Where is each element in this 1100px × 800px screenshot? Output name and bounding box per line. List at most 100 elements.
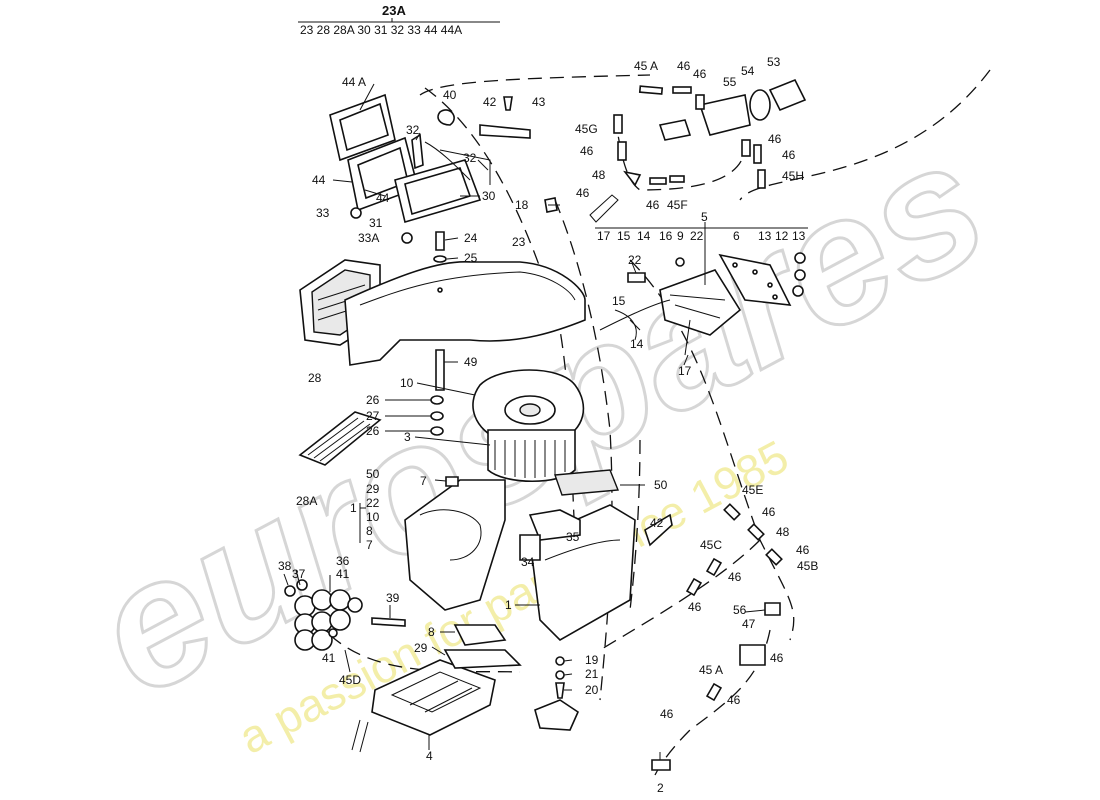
screw-20 xyxy=(555,682,565,699)
sensor-40 xyxy=(437,109,455,126)
callout-32b: 32 xyxy=(463,151,477,165)
leader-lines xyxy=(283,83,808,760)
callout-12: 12 xyxy=(775,229,789,243)
bracket-29 xyxy=(443,649,522,669)
callout-3: 3 xyxy=(404,430,411,444)
callout-44a: 44 A xyxy=(342,75,366,89)
callout-31: 31 xyxy=(369,216,383,230)
callout-26a: 26 xyxy=(366,393,380,407)
callout-46-12: 46 xyxy=(782,148,796,162)
callout-23: 23 xyxy=(512,235,526,249)
ring-54 xyxy=(749,89,771,121)
washer-33a xyxy=(401,232,413,244)
callout-44: 44 xyxy=(312,173,326,187)
callout-13b: 13 xyxy=(792,229,806,243)
callout-7: 7 xyxy=(420,474,427,488)
callout-46-3: 46 xyxy=(728,570,742,584)
callout-27: 27 xyxy=(366,409,380,423)
screw-13a xyxy=(794,252,806,264)
valve-47 xyxy=(739,644,766,666)
callout-44b: 44 xyxy=(376,191,390,205)
blower-10 xyxy=(472,369,585,441)
callout-37: 37 xyxy=(292,567,306,581)
callout-4: 4 xyxy=(426,749,433,763)
seal-8 xyxy=(453,624,507,646)
callout-53: 53 xyxy=(767,55,781,69)
callout-28a: 28A xyxy=(296,494,317,508)
callout-16: 16 xyxy=(659,229,673,243)
callout-42b: 42 xyxy=(650,516,664,530)
sensor-42 xyxy=(479,124,531,139)
motor-assembly xyxy=(658,78,807,141)
callout-46-11: 46 xyxy=(768,132,782,146)
callout-48b: 48 xyxy=(776,525,790,539)
callout-46-13: 46 xyxy=(576,186,590,200)
nut-26a xyxy=(430,395,444,405)
heater-housing xyxy=(404,469,636,641)
callout-45a: 45 A xyxy=(634,59,658,73)
callout-46-8: 46 xyxy=(677,59,691,73)
callout-33: 33 xyxy=(316,206,330,220)
callout-49: 49 xyxy=(464,355,478,369)
frame-30 xyxy=(394,159,482,224)
clip-32 xyxy=(411,133,424,170)
screw-43 xyxy=(503,96,513,111)
callout-14b: 14 xyxy=(630,337,644,351)
callout-34: 34 xyxy=(521,555,535,569)
callout-10b: 10 xyxy=(366,510,380,524)
bolt-39 xyxy=(371,617,406,627)
callout-9: 9 xyxy=(677,229,684,243)
callout-54: 54 xyxy=(741,64,755,78)
callout-10: 10 xyxy=(400,376,414,390)
callout-47: 47 xyxy=(742,617,756,631)
callout-1: 1 xyxy=(350,501,357,515)
hose-fittings xyxy=(437,85,783,771)
washer-25 xyxy=(433,255,447,263)
callout-43: 43 xyxy=(532,95,546,109)
grille-28a xyxy=(298,411,382,466)
callout-41b: 41 xyxy=(322,651,336,665)
callout-56: 56 xyxy=(733,603,747,617)
callout-22c: 22 xyxy=(628,253,642,267)
washer-21 xyxy=(555,670,565,680)
callout-46-1: 46 xyxy=(762,505,776,519)
washer-27 xyxy=(430,411,444,421)
servo-20 xyxy=(534,699,580,731)
screw-12 xyxy=(792,285,804,297)
seal-50 xyxy=(554,469,619,496)
cover-34 xyxy=(519,534,541,561)
callout-24: 24 xyxy=(464,231,478,245)
control-unit-5 xyxy=(599,252,806,356)
callout-2: 2 xyxy=(657,781,664,795)
duct-23 xyxy=(344,261,586,366)
washer-33 xyxy=(350,207,362,219)
callout-29: 29 xyxy=(366,482,380,496)
callout-8: 8 xyxy=(366,524,373,538)
callout-22b: 22 xyxy=(366,496,380,510)
callout-48a: 48 xyxy=(592,168,606,182)
heater-core-4 xyxy=(351,659,496,753)
callout-55: 55 xyxy=(723,75,737,89)
callout-50b: 50 xyxy=(654,478,668,492)
callout-18: 18 xyxy=(515,198,529,212)
callout-35: 35 xyxy=(566,530,580,544)
cable-14 xyxy=(599,299,671,331)
callout-45h: 45H xyxy=(782,169,804,183)
actuator-55 xyxy=(698,94,751,136)
stud-49 xyxy=(435,349,445,391)
washer-37 xyxy=(296,579,308,591)
callout-39: 39 xyxy=(386,591,400,605)
callout-45g: 45G xyxy=(575,122,598,136)
callout-29b: 29 xyxy=(414,641,428,655)
callout-45e: 45E xyxy=(742,483,763,497)
nipple-56 xyxy=(764,602,781,616)
group-items: 23 28 28A 30 31 32 33 44 44A xyxy=(300,23,462,37)
callout-45a2: 45 A xyxy=(699,663,723,677)
callout-13a: 13 xyxy=(758,229,772,243)
callout-45f: 45F xyxy=(667,198,688,212)
callout-46-4: 46 xyxy=(688,600,702,614)
plate-6 xyxy=(718,253,792,306)
callout-46-5: 46 xyxy=(770,651,784,665)
washer-9 xyxy=(675,257,685,267)
fastener-column xyxy=(430,231,447,436)
